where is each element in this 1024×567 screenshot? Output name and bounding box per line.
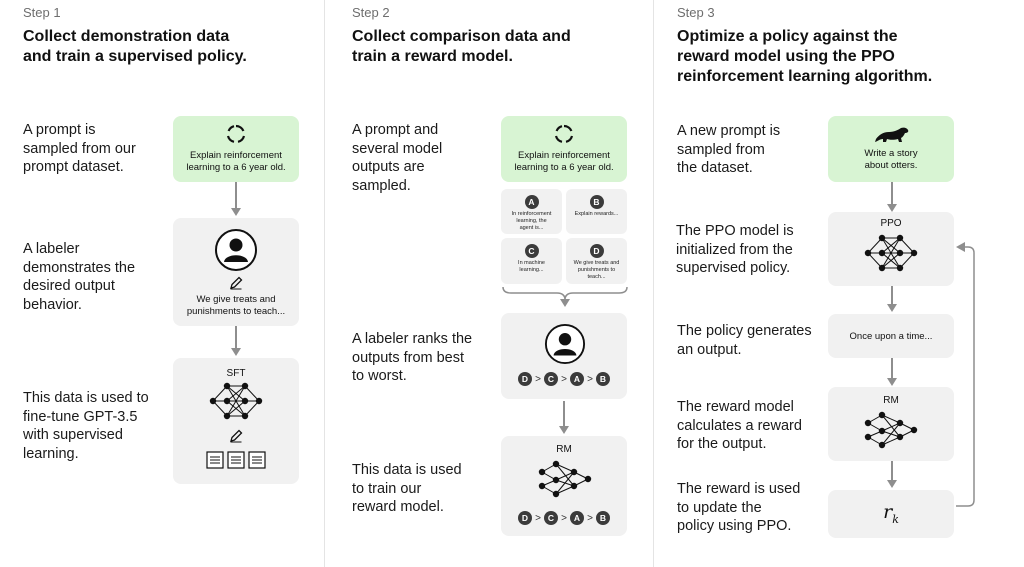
step2-ranking-box: D> C> A> B bbox=[501, 313, 627, 399]
step3-rm-box: RM bbox=[828, 387, 954, 461]
step3-output-box: Once upon a time... bbox=[828, 314, 954, 358]
otter-icon bbox=[875, 127, 909, 142]
step3-title: Optimize a policy against the reward mod… bbox=[677, 28, 933, 85]
reward-symbol: rk bbox=[883, 501, 899, 526]
person-icon bbox=[544, 323, 586, 365]
arrow-head bbox=[231, 348, 241, 356]
step2-title: Collect comparison data and train a rewa… bbox=[352, 28, 571, 65]
neural-network-icon bbox=[864, 234, 918, 272]
arrow-head bbox=[231, 208, 241, 216]
step1-title: Collect demonstration data and train a s… bbox=[23, 28, 247, 65]
person-icon bbox=[215, 229, 257, 271]
step1-sft-box: SFT bbox=[173, 358, 299, 484]
generated-output-text: Once upon a time... bbox=[849, 331, 933, 342]
neural-network-icon bbox=[864, 411, 918, 449]
step1-column: Step 1 Collect demonstration data and tr… bbox=[0, 0, 324, 567]
arrow-head bbox=[887, 204, 897, 212]
cycle-icon bbox=[226, 124, 246, 143]
rm-label: RM bbox=[556, 444, 572, 455]
brace-connector bbox=[502, 286, 628, 307]
arrow-head bbox=[559, 426, 569, 434]
arrow-connector bbox=[563, 401, 565, 427]
arrow-head bbox=[887, 480, 897, 488]
ranking-row: D> C> A> B bbox=[501, 510, 627, 526]
step2-column: Step 2 Collect comparison data and train… bbox=[324, 0, 653, 567]
arrow-head bbox=[887, 378, 897, 386]
sft-label: SFT bbox=[226, 368, 246, 379]
arrow-connector bbox=[891, 286, 893, 305]
step2-label: Step 2 bbox=[352, 5, 390, 20]
step2-rm-box: RM D> C> A> B bbox=[501, 436, 627, 536]
step3-reward-box: rk bbox=[828, 490, 954, 538]
step3-column: Step 3 Optimize a policy against the rew… bbox=[653, 0, 1024, 567]
feedback-loop-arrow bbox=[956, 242, 975, 507]
ppo-label: PPO bbox=[880, 218, 902, 229]
arrow-head bbox=[887, 304, 897, 312]
pencil-icon bbox=[230, 429, 243, 443]
step1-label: Step 1 bbox=[23, 5, 61, 20]
arrow-connector bbox=[891, 182, 893, 205]
pencil-icon bbox=[230, 276, 243, 290]
arrow-connector bbox=[235, 326, 237, 349]
neural-network-icon bbox=[209, 382, 263, 420]
neural-network-icon bbox=[538, 460, 592, 498]
arrow-connector bbox=[891, 461, 893, 481]
step3-ppo-box: PPO bbox=[828, 212, 954, 286]
cycle-icon bbox=[554, 124, 574, 143]
rm-label: RM bbox=[883, 395, 899, 406]
arrow-connector bbox=[235, 182, 237, 209]
ranking-row: D> C> A> B bbox=[501, 371, 627, 387]
documents-icon bbox=[206, 451, 266, 469]
step3-label: Step 3 bbox=[677, 5, 715, 20]
arrow-connector bbox=[891, 358, 893, 379]
output-card-b: B Explain rewards... bbox=[566, 189, 627, 234]
